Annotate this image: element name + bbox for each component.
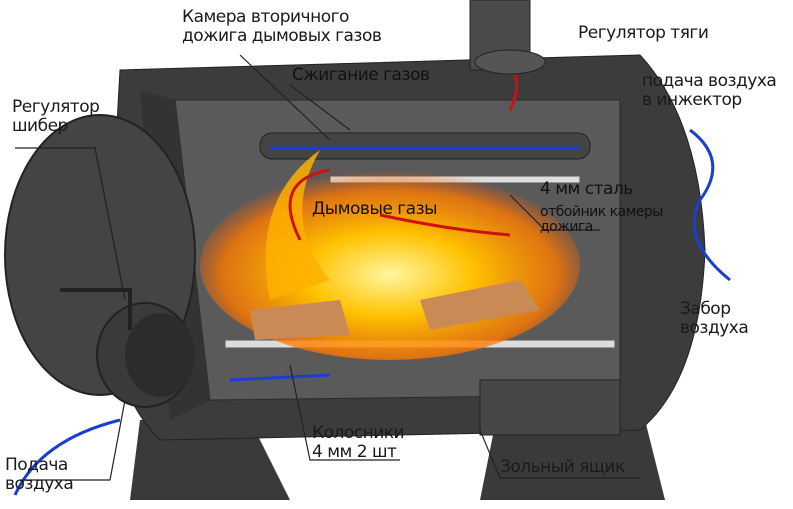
label-line: Забор [680, 299, 731, 319]
label-gas-burning: Сжигание газов [292, 65, 430, 85]
label-steel: 4 мм сталь [540, 179, 633, 199]
injector-tube [259, 132, 591, 160]
label-air-intake: Забор воздуха [680, 299, 749, 338]
label-grates: Колосники 4 мм 2 шт [312, 423, 405, 462]
label-ash-box: Зольный ящик [500, 457, 625, 477]
label-air-supply: Подача воздуха [5, 455, 74, 494]
smoke-arrows [288, 74, 519, 241]
label-line: дожига дымовых газов [182, 26, 382, 46]
label-damper-regulator: Регулятор шибер [12, 97, 100, 136]
label-line: отбойник камеры [540, 204, 663, 220]
label-draft-regulator: Регулятор тяги [578, 23, 709, 43]
label-baffle: отбойник камеры дожига [540, 205, 663, 235]
label-line: подача воздуха [642, 71, 777, 91]
label-secondary-chamber: Камера вторичного дожига дымовых газов [182, 7, 382, 46]
label-line: Камера вторичного [182, 7, 349, 27]
label-line: 4 мм 2 шт [312, 442, 397, 462]
label-line: шибер [12, 116, 68, 136]
air-arrows [13, 128, 731, 496]
label-injector-air: подача воздуха в инжектор [642, 71, 777, 110]
label-line: воздуха [5, 474, 74, 494]
label-line: дожига [540, 219, 593, 235]
label-smoke-gases: Дымовые газы [312, 199, 438, 219]
label-line: Регулятор [12, 97, 100, 117]
label-line: Подача [5, 455, 68, 475]
label-line: воздуха [680, 318, 749, 338]
label-line: Колосники [312, 423, 405, 443]
ash-box [479, 379, 621, 436]
label-line: в инжектор [642, 90, 742, 110]
